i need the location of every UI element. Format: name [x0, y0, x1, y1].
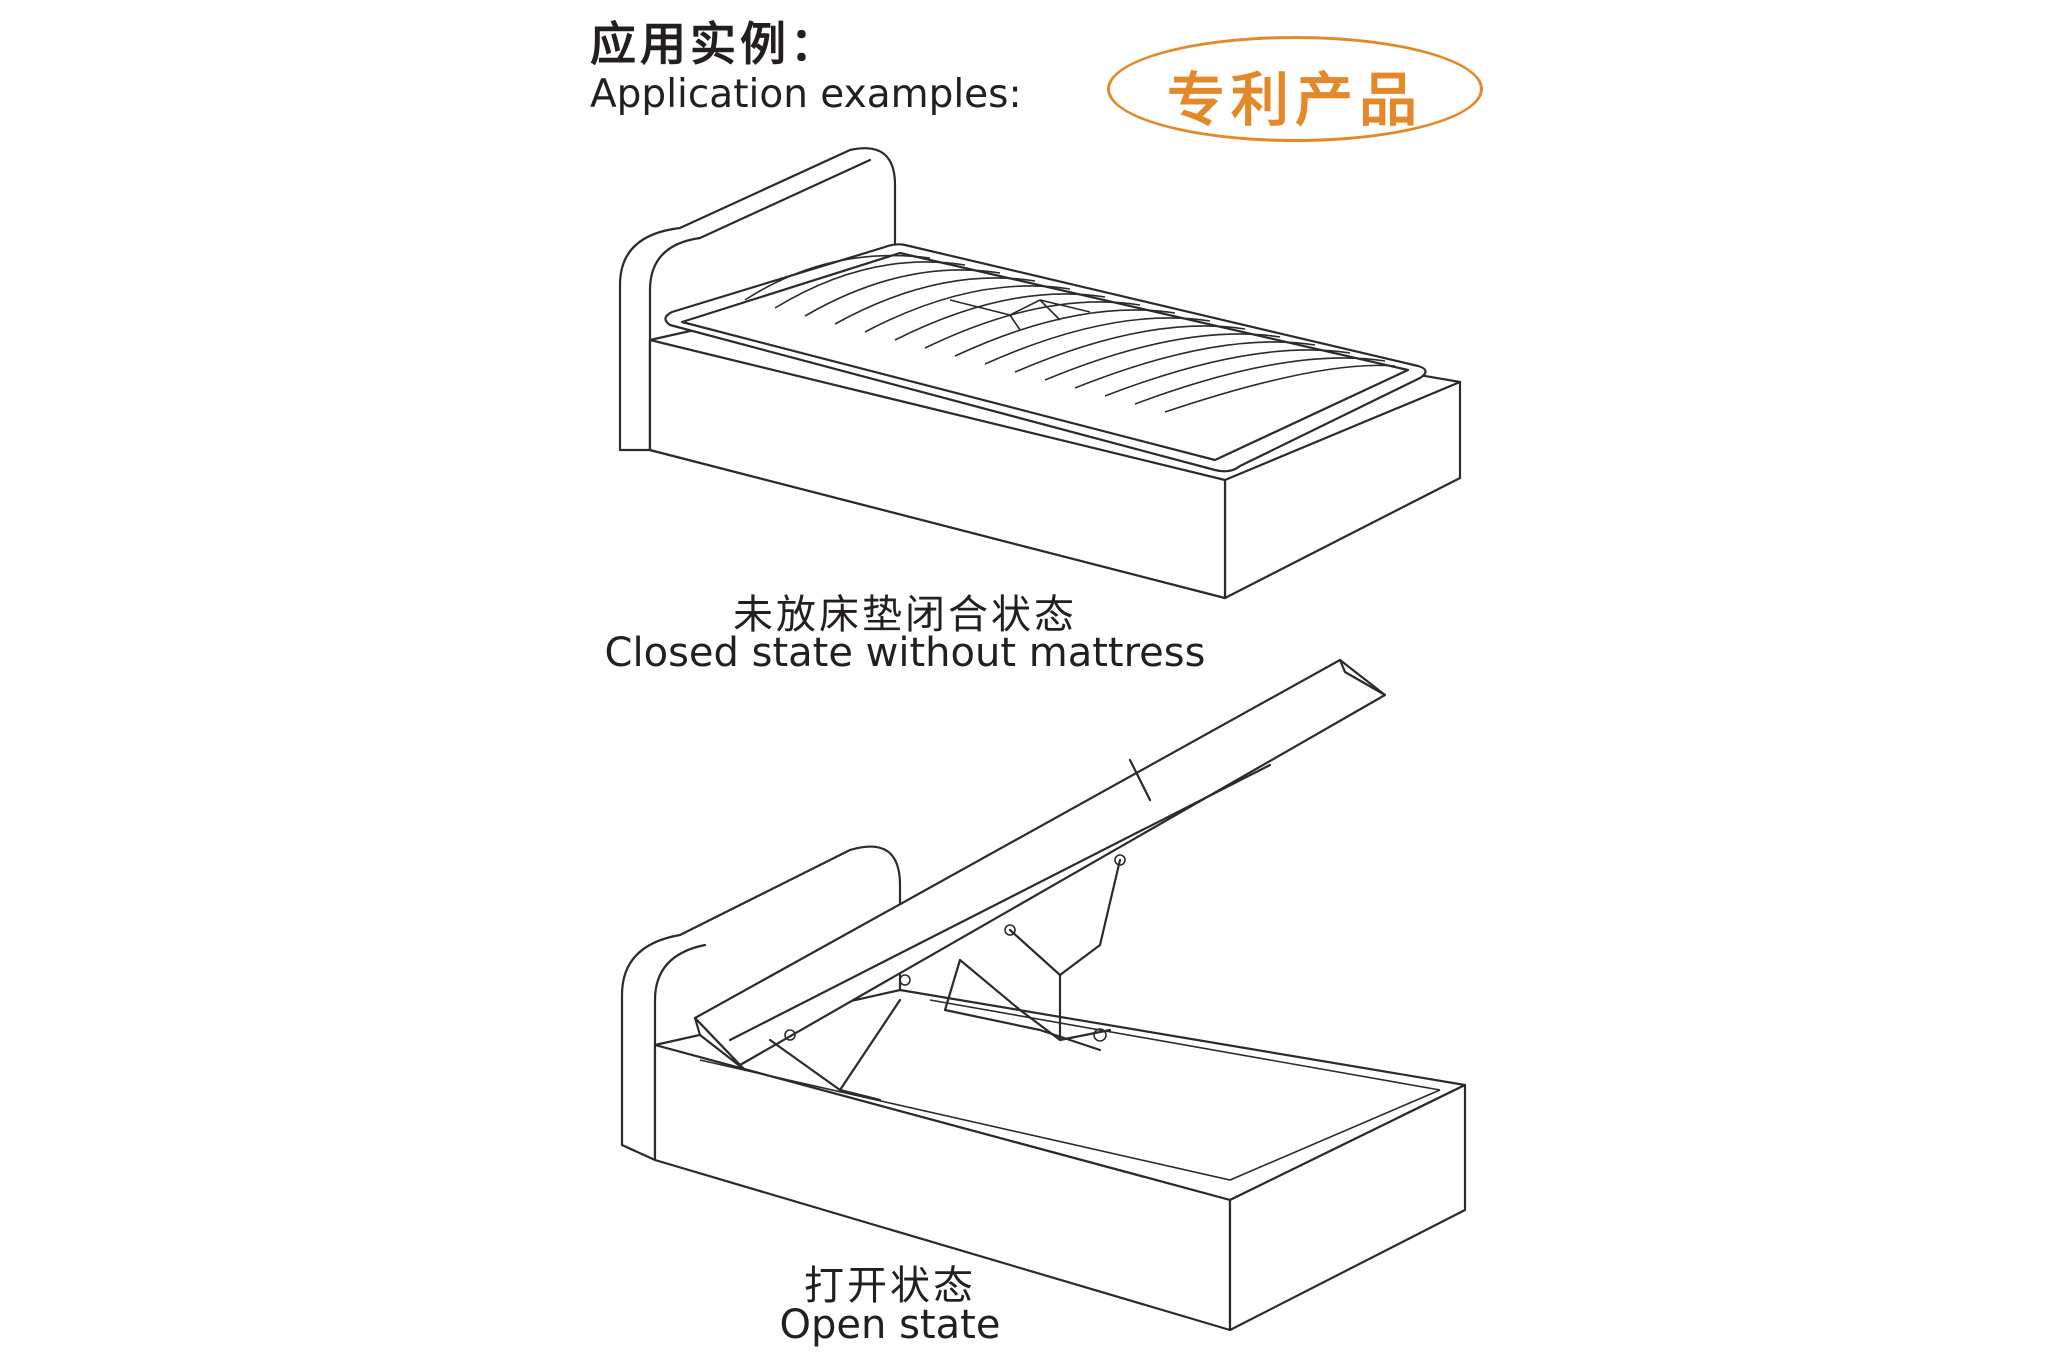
open-state-caption-english: Open state	[779, 1302, 1001, 1348]
title-chinese: 应用实例：	[590, 17, 840, 71]
title-english: Application examples:	[590, 72, 1022, 117]
patent-badge-label: 专利产品	[1166, 66, 1423, 134]
patent-badge: 专利产品	[1107, 36, 1483, 142]
open-state-caption-chinese: 打开状态	[804, 1263, 976, 1309]
closed-state-caption-english: Closed state without mattress	[604, 630, 1206, 676]
open-bed-box	[653, 988, 1467, 1332]
open-bed-gas-spring-left	[768, 974, 911, 1102]
closed-bed-slat-frame	[664, 243, 1427, 473]
open-bed-lifted-platform	[693, 658, 1387, 1072]
open-bed-gas-spring-right	[943, 854, 1126, 1052]
closed-state-caption-chinese: 未放床垫闭合状态	[733, 592, 1077, 638]
